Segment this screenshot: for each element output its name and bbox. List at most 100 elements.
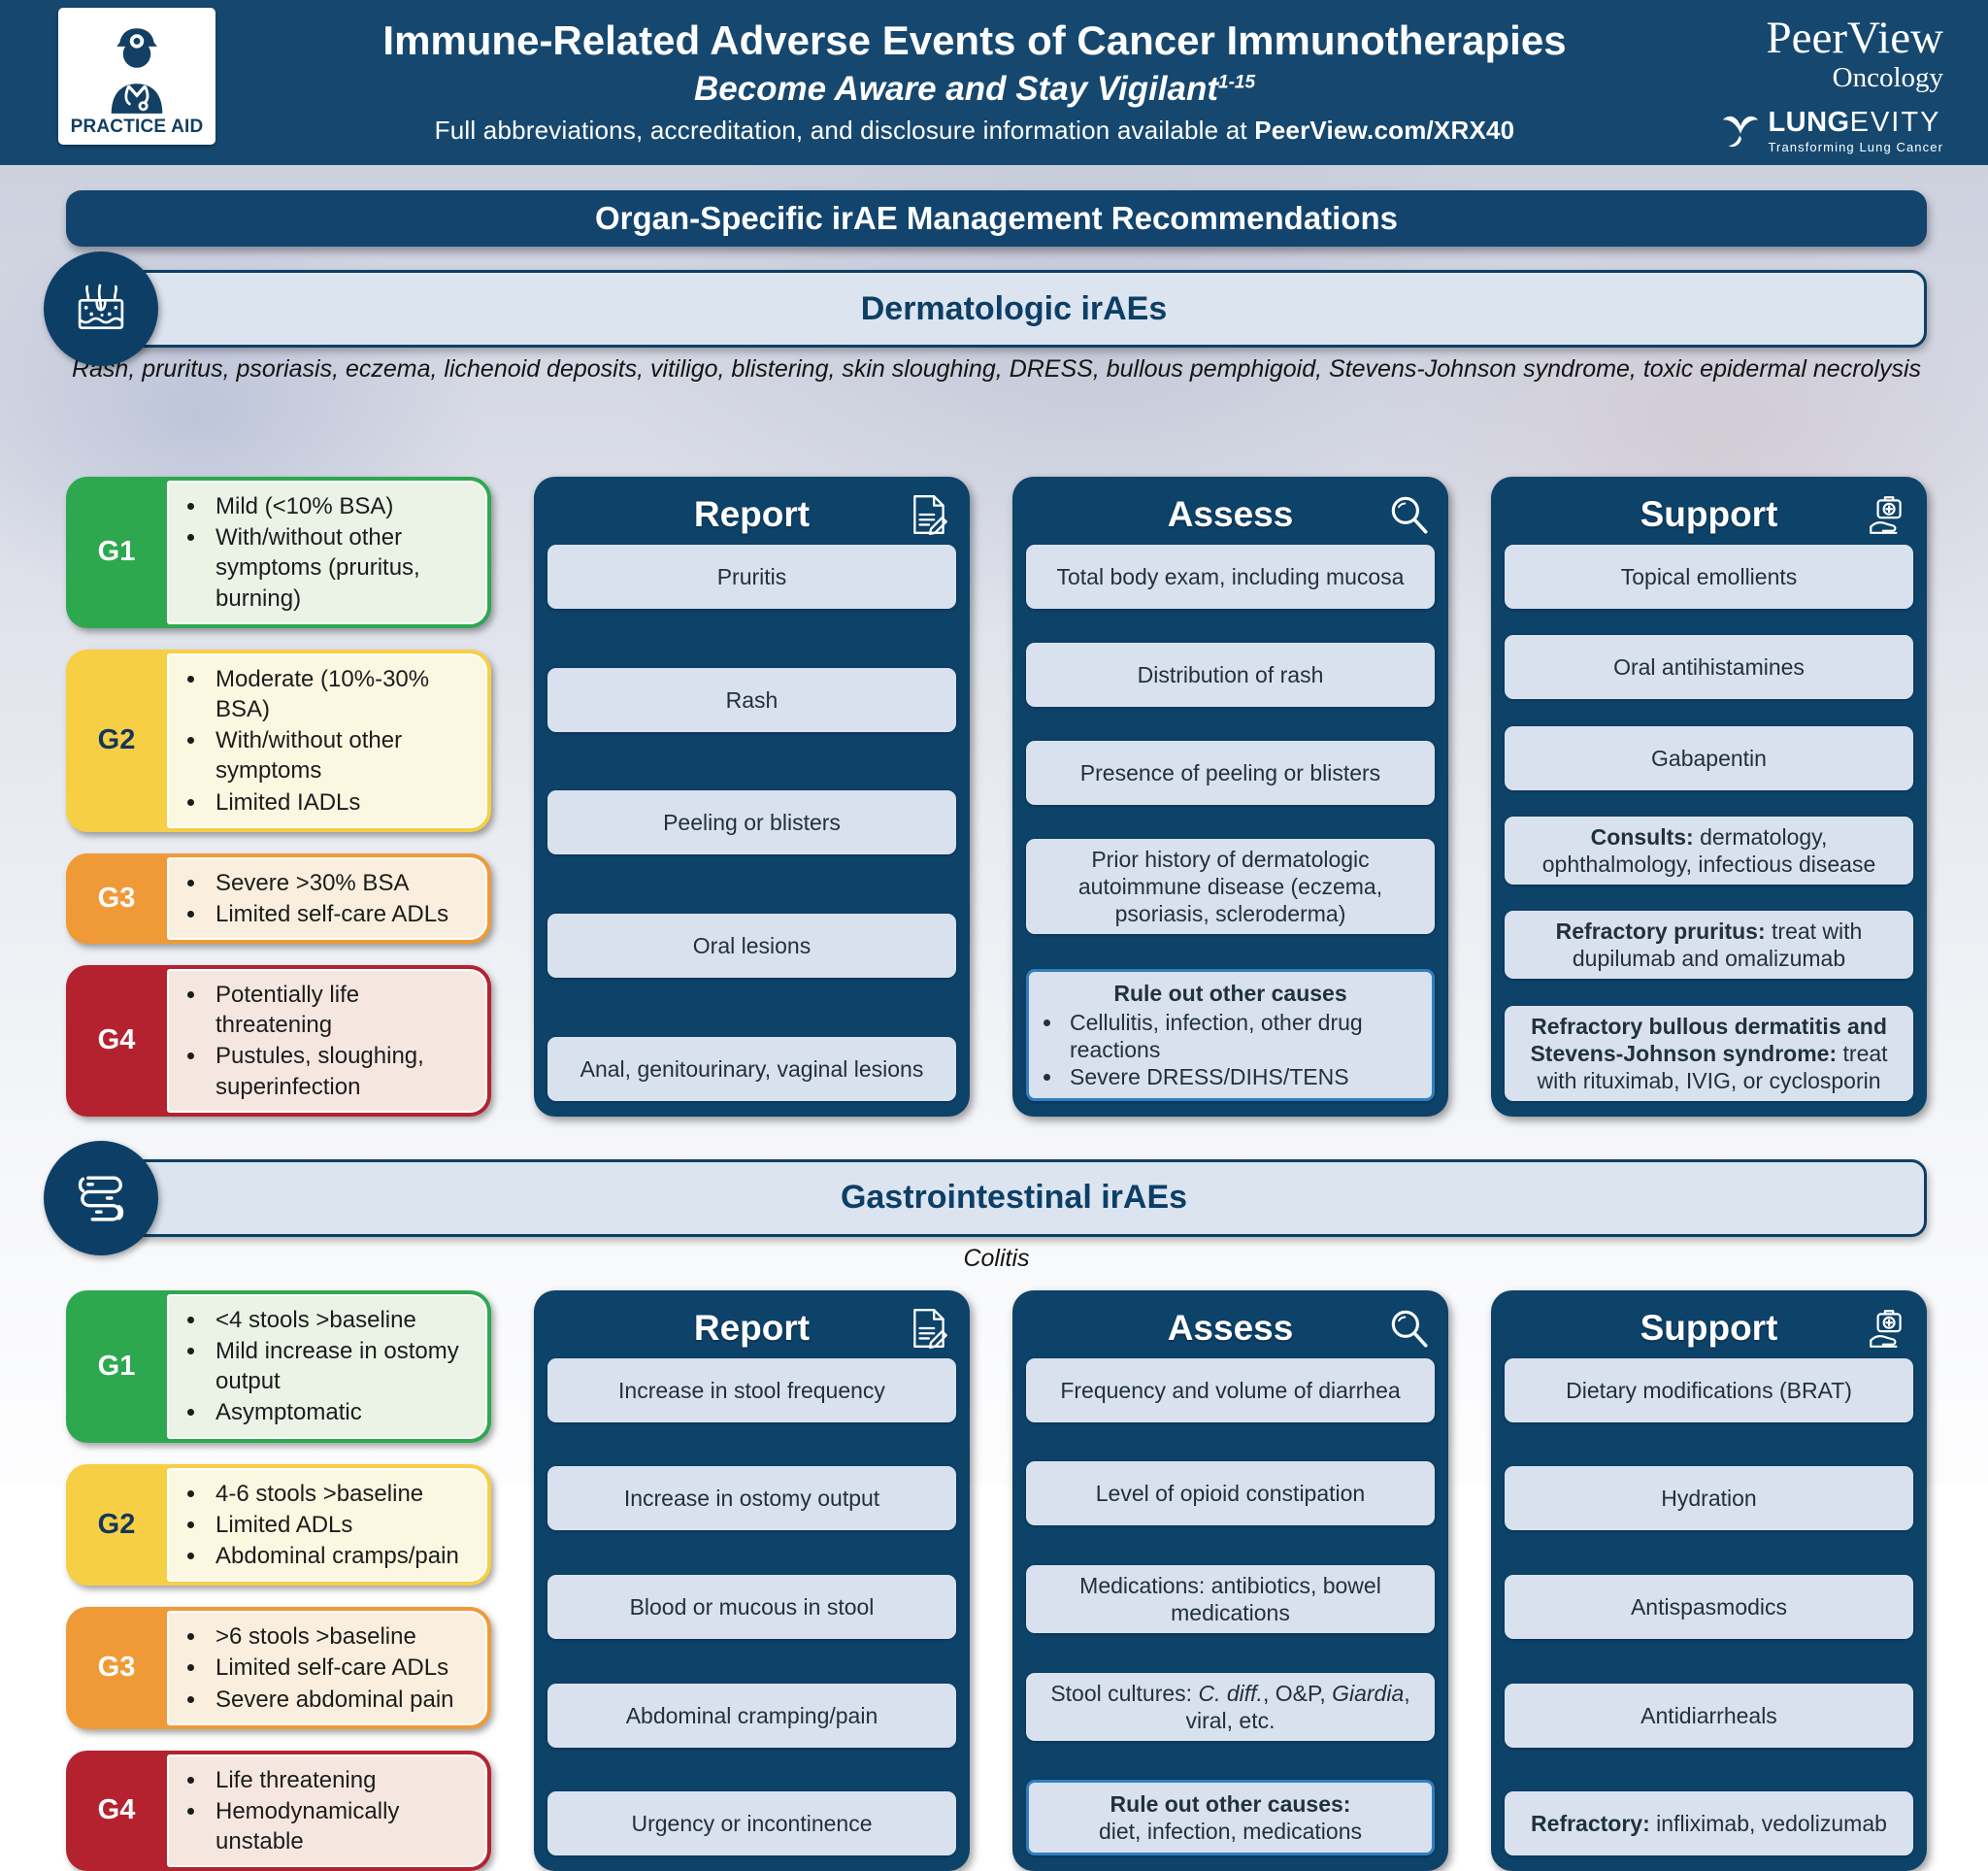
support-item-rest: dermatology, ophthalmology, infectious d…	[1541, 823, 1876, 877]
panel-head: Support	[1505, 484, 1913, 545]
section-gastrointestinal: Gastrointestinal irAEs Colitis G1 <4 sto…	[44, 1140, 1927, 1871]
header: PRACTICE AID Immune-Related Adverse Even…	[0, 0, 1988, 165]
grade-item: With/without other symptoms	[208, 725, 478, 785]
grade-item: With/without other symptoms (pruritus, b…	[208, 522, 478, 614]
lungevity-tagline: Transforming Lung Cancer	[1768, 139, 1943, 154]
report-item: Oral lesions	[547, 914, 956, 979]
panel-head: Report	[547, 484, 956, 545]
peerview-logo: PeerView	[1766, 13, 1944, 63]
panel-title: Support	[1640, 494, 1778, 534]
lungevity-wordmark: LUNGEVITY	[1768, 108, 1943, 137]
rule-out-item: Severe DRESS/DIHS/TENS	[1064, 1063, 1420, 1090]
gi-support-panel: Support	[1491, 1289, 1927, 1871]
grade-body: >6 stools >baseline Limited self-care AD…	[167, 1611, 487, 1725]
grade-item: >6 stools >baseline	[208, 1621, 454, 1652]
support-item: Gabapentin	[1505, 725, 1913, 790]
peerview-oncology-label: Oncology	[1832, 62, 1943, 93]
rule-out-title: Rule out other causes	[1113, 980, 1347, 1006]
support-item: Oral antihistamines	[1505, 635, 1913, 700]
support-item: Refractory bullous dermatitis and Steven…	[1505, 1005, 1913, 1101]
page-title: Immune-Related Adverse Events of Cancer …	[382, 17, 1567, 64]
report-item: Increase in ostomy output	[547, 1466, 956, 1531]
peerview-url-link[interactable]: PeerView.com/XRX40	[1254, 115, 1515, 145]
lungevity-logo: LUNGEVITY Transforming Lung Cancer	[1720, 108, 1943, 154]
grade-item: Abdominal cramps/pain	[208, 1541, 459, 1571]
info-line: Full abbreviations, accreditation, and d…	[435, 116, 1515, 146]
grade-item: Limited ADLs	[208, 1510, 459, 1540]
stool-pre: Stool cultures:	[1050, 1680, 1199, 1706]
grade-label: G3	[97, 1652, 136, 1684]
header-logos: PeerView Oncology LUNGEVITY Transforming…	[1720, 16, 1943, 154]
support-item: Topical emollients	[1505, 545, 1913, 609]
magnifier-icon	[1391, 496, 1428, 534]
practice-aid-poster: PRACTICE AID Immune-Related Adverse Even…	[0, 0, 1988, 1486]
practice-aid-badge: PRACTICE AID	[58, 8, 215, 145]
gi-assess-panel: Assess Frequency and volume of diarrhea …	[1012, 1289, 1448, 1871]
stool-mid: , O&P,	[1262, 1680, 1333, 1706]
header-titles: Immune-Related Adverse Events of Cancer …	[311, 0, 1639, 165]
derm-columns: G1 Mild (<10% BSA) With/without other sy…	[66, 477, 1927, 1117]
derm-banner-wrap: Dermatologic irAEs	[44, 251, 1927, 366]
grade-item: Limited self-care ADLs	[208, 1653, 454, 1683]
grade-item: Severe abdominal pain	[208, 1685, 454, 1715]
assess-item: Total body exam, including mucosa	[1026, 545, 1435, 609]
panel-title: Report	[693, 1307, 811, 1348]
subtitle-text: Become Aware and Stay Vigilant	[693, 69, 1219, 108]
assess-item: Prior history of dermatologic autoimmune…	[1026, 839, 1435, 935]
stool-italic: Giardia	[1332, 1680, 1405, 1706]
panel-title: Assess	[1167, 494, 1294, 534]
rule-out-item: Cellulitis, infection, other drug reacti…	[1064, 1009, 1420, 1063]
grade-label: G2	[97, 1508, 136, 1540]
badge-label: PRACTICE AID	[70, 117, 204, 137]
lungevity-text: LUNGEVITY Transforming Lung Cancer	[1768, 108, 1943, 154]
report-item: Blood or mucous in stool	[547, 1575, 956, 1640]
derm-symptom-list: Rash, pruritus, psoriasis, eczema, liche…	[71, 355, 1922, 383]
support-item-lead: Consults:	[1590, 823, 1694, 850]
assess-item: Presence of peeling or blisters	[1026, 741, 1435, 806]
gi-grade-g2: G2 4-6 stools >baseline Limited ADLs Abd…	[66, 1463, 491, 1587]
report-item: Rash	[547, 667, 956, 732]
support-item-rest: treat with rituximab, IVIG, or cyclospor…	[1537, 1040, 1888, 1093]
grade-label: G2	[97, 724, 136, 756]
panel-head: Report	[547, 1298, 956, 1358]
magnifier-icon	[1391, 1310, 1428, 1348]
assess-item: Medications: antibiotics, bowel medicati…	[1026, 1564, 1435, 1633]
report-icon	[913, 1308, 947, 1349]
page-subtitle: Become Aware and Stay Vigilant1-15	[694, 70, 1255, 109]
support-item: Consults: dermatology, ophthalmology, in…	[1505, 816, 1913, 885]
derm-grade-column: G1 Mild (<10% BSA) With/without other sy…	[66, 477, 491, 1117]
grade-body: Mild (<10% BSA) With/without other sympt…	[167, 481, 487, 624]
support-item: Antispasmodics	[1505, 1575, 1913, 1640]
panel-items: Pruritis Rash Peeling or blisters Oral l…	[547, 545, 956, 1101]
rule-out-box: Rule out other causes Cellulitis, infect…	[1026, 968, 1435, 1101]
assess-item: Distribution of rash	[1026, 643, 1435, 708]
report-item: Abdominal cramping/pain	[547, 1683, 956, 1748]
grade-body: Life threatening Hemodynamically unstabl…	[167, 1754, 487, 1868]
derm-grade-g1: G1 Mild (<10% BSA) With/without other sy…	[66, 477, 491, 628]
panel-head: Assess	[1026, 1298, 1435, 1358]
panel-items: Topical emollients Oral antihistamines G…	[1505, 545, 1913, 1101]
gi-grade-column: G1 <4 stools >baseline Mild increase in …	[66, 1289, 491, 1871]
doctor-icon	[111, 28, 163, 114]
derm-section-title: Dermatologic irAEs	[101, 270, 1927, 348]
panel-head: Support	[1505, 1298, 1913, 1358]
gi-section-title: Gastrointestinal irAEs	[101, 1158, 1927, 1237]
grade-body: 4-6 stools >baseline Limited ADLs Abdomi…	[167, 1467, 487, 1583]
support-item-rest: infliximab, vedolizumab	[1649, 1811, 1887, 1837]
gi-grade-g3: G3 >6 stools >baseline Limited self-care…	[66, 1607, 491, 1729]
derm-support-panel: Support	[1491, 477, 1927, 1117]
info-prefix: Full abbreviations, accreditation, and d…	[434, 115, 1255, 145]
gi-columns: G1 <4 stools >baseline Mild increase in …	[66, 1289, 1927, 1871]
grade-body: <4 stools >baseline Mild increase in ost…	[167, 1293, 487, 1439]
lungevity-icon	[1723, 116, 1759, 147]
report-item: Peeling or blisters	[547, 790, 956, 855]
grade-body: Severe >30% BSA Limited self-care ADLs	[167, 856, 487, 941]
support-item: Antidiarrheals	[1505, 1683, 1913, 1748]
grade-label: G4	[97, 1794, 136, 1826]
panel-title: Support	[1640, 1307, 1778, 1348]
skin-icon	[44, 251, 158, 366]
assess-item: Level of opioid constipation	[1026, 1461, 1435, 1526]
derm-grade-g2: G2 Moderate (10%-30% BSA) With/without o…	[66, 649, 491, 832]
grade-item: Potentially life threatening	[208, 980, 478, 1040]
grade-label: G3	[97, 882, 136, 914]
